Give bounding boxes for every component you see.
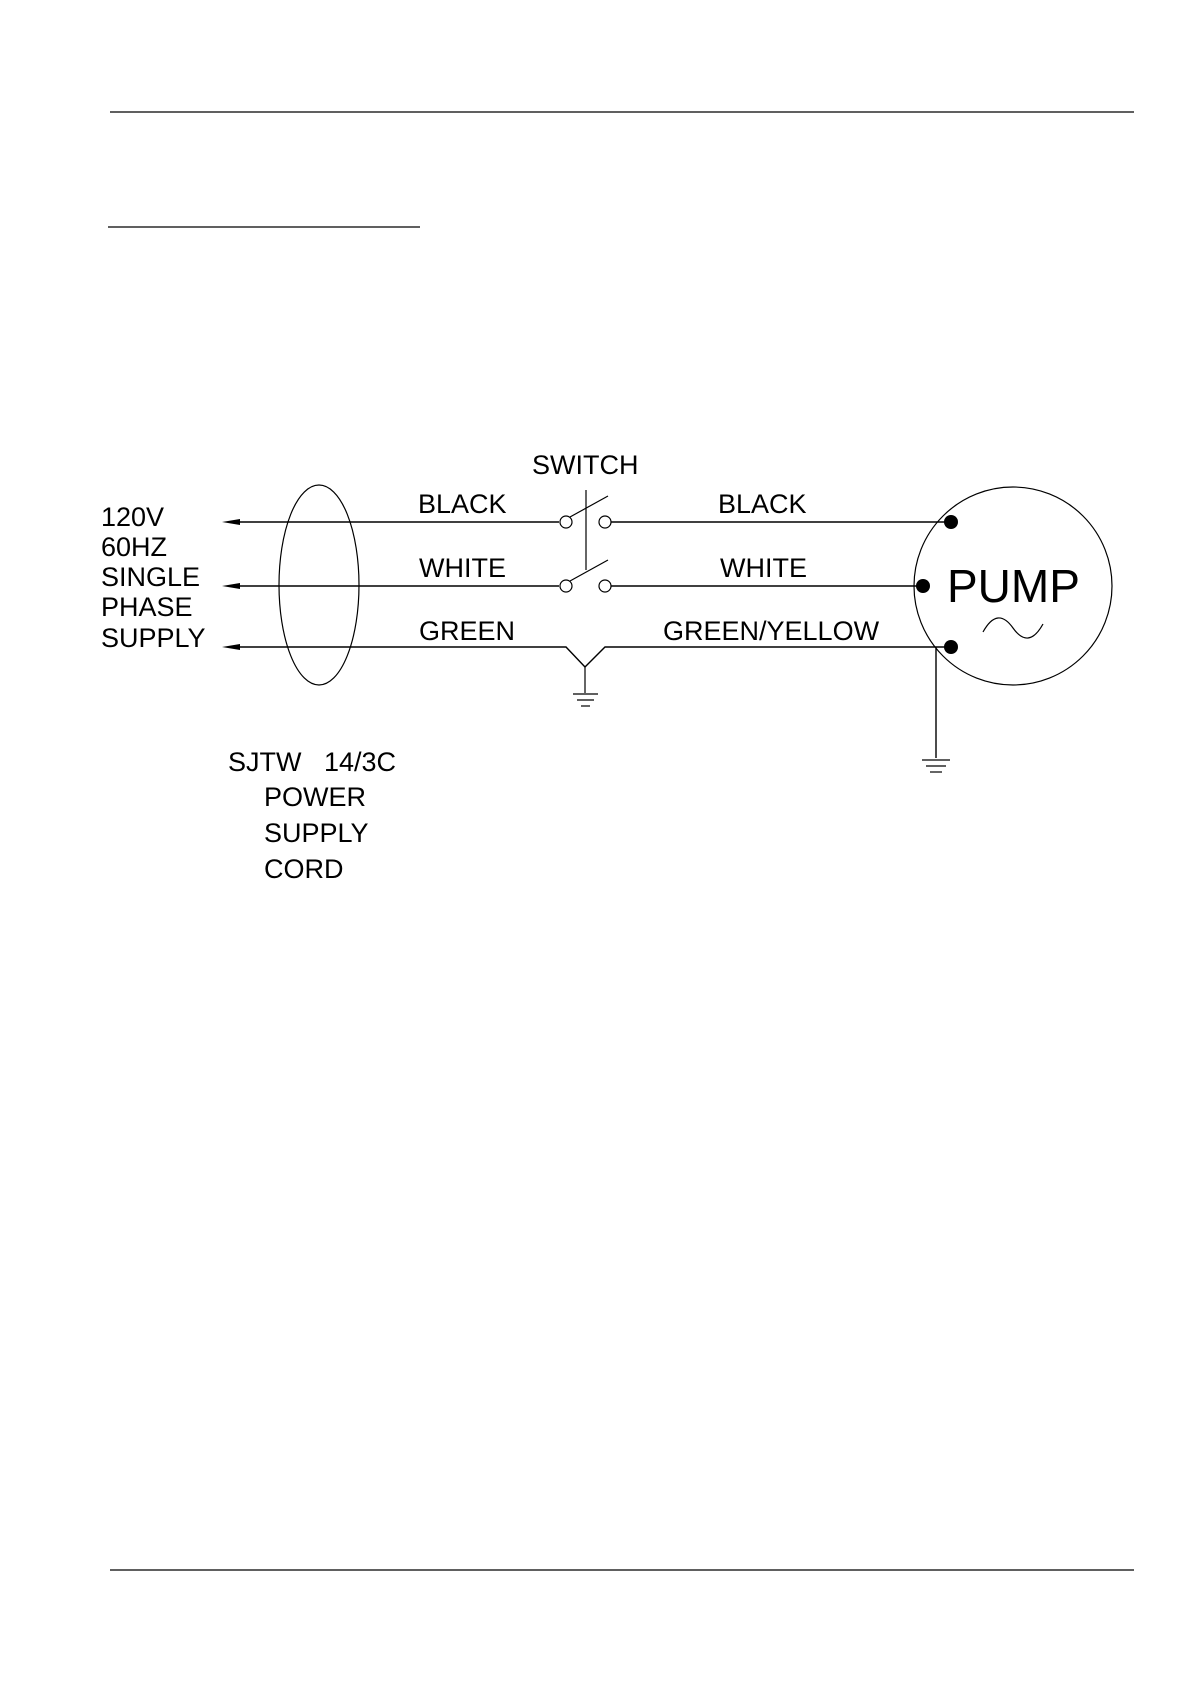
label-green-yellow-right: GREEN/YELLOW [663, 616, 880, 646]
supply-line-4: PHASE [101, 592, 193, 622]
label-black-right: BLACK [718, 489, 807, 519]
pump-terminal-ground [944, 640, 958, 654]
switch-blade-black [570, 496, 608, 517]
label-white-right: WHITE [720, 553, 807, 583]
cord-line-2: POWER [264, 782, 366, 812]
pump-label: PUMP [947, 560, 1080, 612]
cord-line-1: SJTW 14/3C [228, 747, 396, 777]
switch-contact-black-in [560, 516, 572, 528]
cord-line-3: SUPPLY [264, 818, 369, 848]
cord-line-4: CORD [264, 854, 344, 884]
pump-terminal-white [916, 579, 930, 593]
wire-ground-right [585, 647, 951, 667]
pump-terminal-black [944, 515, 958, 529]
label-green-left: GREEN [419, 616, 515, 646]
switch-label: SWITCH [532, 450, 638, 480]
ground-icon [573, 667, 598, 706]
supply-line-3: SINGLE [101, 562, 200, 592]
switch-contact-white-out [599, 580, 611, 592]
label-black-left: BLACK [418, 489, 507, 519]
switch-blade-white [570, 560, 608, 581]
supply-label: 120V 60HZ SINGLE PHASE SUPPLY [101, 502, 206, 653]
pump-ground-icon [922, 760, 950, 772]
ac-wave-icon [983, 618, 1043, 638]
switch-contact-white-in [560, 580, 572, 592]
cord-label: SJTW 14/3C POWER SUPPLY CORD [228, 747, 396, 884]
supply-line-1: 120V [101, 502, 164, 532]
switch-contact-black-out [599, 516, 611, 528]
label-white-left: WHITE [419, 553, 506, 583]
supply-line-5: SUPPLY [101, 623, 206, 653]
supply-line-2: 60HZ [101, 532, 167, 562]
cord-sheath-ellipse [279, 485, 359, 685]
